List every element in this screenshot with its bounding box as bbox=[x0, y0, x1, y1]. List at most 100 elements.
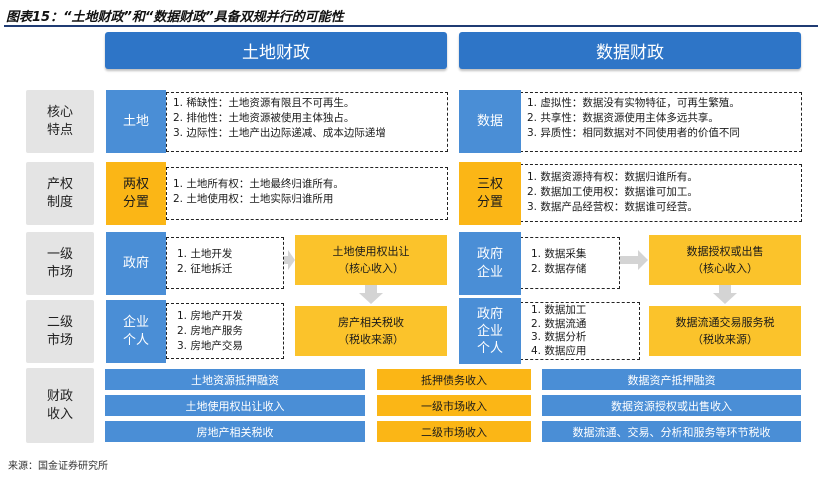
figure-title: 图表15：“土地财政”和“数据财政”具备双规并行的可能性 bbox=[6, 10, 344, 25]
right-arrow-icon bbox=[284, 250, 295, 270]
down-arrow-icon bbox=[713, 285, 737, 304]
result-line: 数据授权或出售 bbox=[686, 245, 764, 258]
list-item: 2. 征地拆迁 bbox=[177, 263, 233, 275]
land-secondary-list-box: 1. 房地产开发 2. 房地产服务 3. 房地产交易 bbox=[166, 303, 284, 359]
data-finance-header: 数据财政 bbox=[459, 32, 801, 69]
list-item: 1. 稀缺性：土地资源有限且不可再生。 bbox=[173, 97, 355, 109]
row-label-core: 核心 特点 bbox=[26, 90, 94, 153]
data-primary-tag: 政府 企业 bbox=[459, 232, 521, 295]
list-item: 3. 边际性：土地产出边际递减、成本边际递增 bbox=[173, 127, 386, 139]
list-item: 3. 异质性：相同数据对不同使用者的价值不同 bbox=[527, 127, 740, 139]
data-revenue-item: 数据资产抵押融资 bbox=[542, 369, 801, 390]
land-primary-list-box: 1. 土地开发 2. 征地拆迁 bbox=[166, 237, 284, 289]
row-label-line: 制度 bbox=[46, 194, 73, 210]
row-label-primary: 一级 市场 bbox=[26, 232, 94, 295]
land-revenue-item: 土地资源抵押融资 bbox=[105, 369, 365, 390]
data-revenue-item: 数据资源授权或出售收入 bbox=[542, 395, 801, 416]
land-revenue-item: 房地产相关税收 bbox=[105, 421, 365, 442]
land-secondary-list: 1. 房地产开发 2. 房地产服务 3. 房地产交易 bbox=[167, 304, 283, 354]
list-item: 1. 土地开发 bbox=[177, 248, 233, 260]
list-item: 1. 虚拟性：数据没有实物特征，可再生繁殖。 bbox=[527, 97, 740, 109]
tag-line: 企业 bbox=[476, 323, 503, 339]
row-label-line: 市场 bbox=[46, 264, 73, 280]
tag-line: 分置 bbox=[476, 194, 503, 210]
land-core-list-box: 1. 稀缺性：土地资源有限且不可再生。 2. 排他性：土地资源被使用主体独占。 … bbox=[166, 92, 448, 152]
row-label-line: 市场 bbox=[46, 332, 73, 348]
tag-line: 政府 bbox=[476, 246, 503, 262]
data-core-tag: 数据 bbox=[459, 90, 521, 153]
data-core-list: 1. 虚拟性：数据没有实物特征，可再生繁殖。 2. 共享性：数据资源使用主体多远… bbox=[521, 93, 801, 141]
list-item: 1. 数据采集 bbox=[531, 248, 587, 260]
data-core-list-box: 1. 虚拟性：数据没有实物特征，可再生繁殖。 2. 共享性：数据资源使用主体多远… bbox=[520, 92, 802, 152]
tag-line: 分置 bbox=[122, 194, 149, 210]
data-secondary-list-box: 1. 数据加工 2. 数据流通 3. 数据分析 4. 数据应用 bbox=[520, 302, 640, 360]
land-core-list: 1. 稀缺性：土地资源有限且不可再生。 2. 排他性：土地资源被使用主体独占。 … bbox=[167, 93, 447, 141]
tag-line: 两权 bbox=[122, 176, 149, 192]
list-item: 3. 数据分析 bbox=[531, 331, 587, 343]
land-secondary-result: 房产相关税收 （税收来源） bbox=[295, 306, 447, 356]
land-core-tag: 土地 bbox=[106, 90, 166, 153]
data-secondary-result: 数据流通交易服务税 （税收来源） bbox=[649, 306, 801, 356]
data-secondary-list: 1. 数据加工 2. 数据流通 3. 数据分析 4. 数据应用 bbox=[521, 303, 639, 358]
list-item: 1. 数据资源持有权：数据归谁所有。 bbox=[527, 171, 698, 183]
data-property-tag: 三权 分置 bbox=[459, 162, 521, 225]
result-line: （税收来源） bbox=[692, 333, 758, 346]
data-secondary-tag: 政府 企业 个人 bbox=[459, 298, 521, 364]
tag-line: 个人 bbox=[122, 332, 149, 348]
tag-line: 三权 bbox=[476, 176, 503, 192]
title-rule bbox=[4, 25, 818, 27]
row-label-line: 核心 bbox=[46, 104, 73, 120]
list-item: 1. 数据加工 bbox=[531, 304, 587, 316]
list-item: 2. 数据存储 bbox=[531, 263, 587, 275]
data-revenue-item: 数据流通、交易、分析和服务等环节税收 bbox=[542, 421, 801, 442]
row-label-secondary: 二级 市场 bbox=[26, 300, 94, 363]
list-item: 2. 数据加工使用权：数据谁可加工。 bbox=[527, 186, 698, 198]
result-line: （核心收入） bbox=[692, 262, 758, 275]
result-line: （核心收入） bbox=[338, 262, 404, 275]
data-primary-list: 1. 数据采集 2. 数据存储 bbox=[521, 238, 619, 277]
land-primary-list: 1. 土地开发 2. 征地拆迁 bbox=[167, 238, 283, 277]
list-item: 3. 房地产交易 bbox=[177, 340, 243, 352]
list-item: 1. 房地产开发 bbox=[177, 310, 243, 322]
middle-revenue-item: 一级市场收入 bbox=[377, 395, 531, 416]
tag-line: 企业 bbox=[122, 314, 149, 330]
data-primary-result: 数据授权或出售 （核心收入） bbox=[649, 235, 801, 285]
land-property-list-box: 1. 土地所有权：土地最终归谁所有。 2. 土地使用权：土地实际归谁所用 bbox=[166, 167, 448, 220]
middle-revenue-item: 抵押债务收入 bbox=[377, 369, 531, 390]
list-item: 2. 数据流通 bbox=[531, 317, 587, 330]
list-item: 2. 土地使用权：土地实际归谁所用 bbox=[173, 193, 334, 205]
land-primary-tag: 政府 bbox=[106, 232, 166, 295]
source-note: 来源：国金证券研究所 bbox=[8, 461, 108, 472]
list-item: 4. 数据应用 bbox=[531, 344, 587, 357]
row-label-line: 收入 bbox=[46, 406, 73, 422]
row-label-line: 产权 bbox=[46, 176, 73, 192]
list-item: 2. 共享性：数据资源使用主体多远共享。 bbox=[527, 112, 719, 124]
tag-line: 政府 bbox=[476, 306, 503, 322]
row-label-revenue: 财政 收入 bbox=[26, 368, 94, 443]
land-revenue-item: 土地使用权出让收入 bbox=[105, 395, 365, 416]
row-label-line: 一级 bbox=[46, 246, 73, 262]
result-line: 土地使用权出让 bbox=[332, 245, 410, 258]
result-line: 数据流通交易服务税 bbox=[675, 316, 775, 329]
land-primary-result: 土地使用权出让 （核心收入） bbox=[295, 235, 447, 285]
land-property-tag: 两权 分置 bbox=[106, 162, 166, 225]
list-item: 1. 土地所有权：土地最终归谁所有。 bbox=[173, 178, 344, 190]
list-item: 2. 排他性：土地资源被使用主体独占。 bbox=[173, 112, 355, 124]
data-primary-list-box: 1. 数据采集 2. 数据存储 bbox=[520, 237, 620, 289]
data-property-list-box: 1. 数据资源持有权：数据归谁所有。 2. 数据加工使用权：数据谁可加工。 3.… bbox=[520, 164, 802, 222]
land-property-list: 1. 土地所有权：土地最终归谁所有。 2. 土地使用权：土地实际归谁所用 bbox=[167, 168, 447, 207]
land-finance-header: 土地财政 bbox=[105, 32, 447, 69]
land-secondary-tag: 企业 个人 bbox=[106, 300, 166, 363]
row-label-property: 产权 制度 bbox=[26, 162, 94, 225]
list-item: 2. 房地产服务 bbox=[177, 325, 243, 337]
right-arrow-icon bbox=[620, 250, 648, 270]
list-item: 3. 数据产品经营权：数据谁可经营。 bbox=[527, 201, 698, 213]
middle-revenue-item: 二级市场收入 bbox=[377, 421, 531, 442]
row-label-line: 财政 bbox=[46, 388, 73, 404]
row-label-line: 二级 bbox=[46, 314, 73, 330]
row-label-line: 特点 bbox=[46, 122, 73, 138]
data-property-list: 1. 数据资源持有权：数据归谁所有。 2. 数据加工使用权：数据谁可加工。 3.… bbox=[521, 165, 801, 215]
down-arrow-icon bbox=[359, 285, 383, 304]
tag-line: 企业 bbox=[476, 264, 503, 280]
